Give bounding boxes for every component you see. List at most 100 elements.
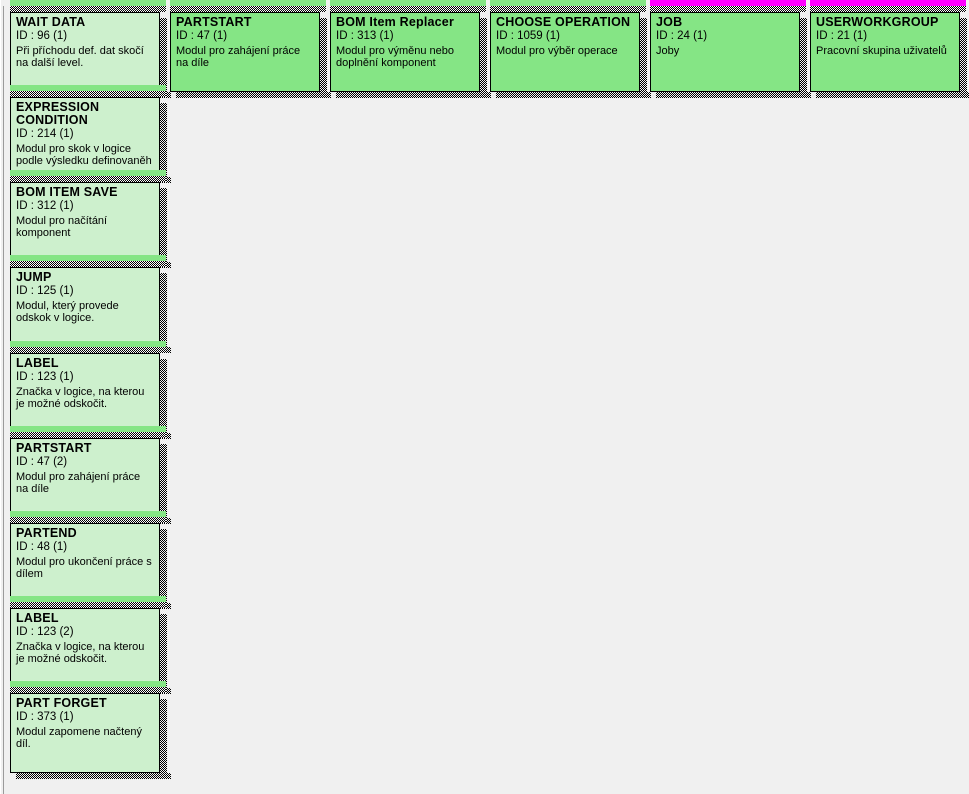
module-card-topbar xyxy=(10,596,166,602)
module-card-shadow-right xyxy=(800,18,807,96)
module-card-top-dither xyxy=(10,261,166,267)
module-card-topbar xyxy=(810,0,966,6)
module-card-description: Značka v logice, na kterou je možné odsk… xyxy=(16,386,145,410)
module-card-id: ID : 1059 (1) xyxy=(496,30,560,42)
module-card-shadow-bottom xyxy=(656,92,811,98)
module-card-id: ID : 373 (1) xyxy=(16,711,74,723)
module-card-top-dither xyxy=(10,347,166,353)
module-card-title: WAIT DATA xyxy=(16,15,86,29)
canvas-left-edge-highlight xyxy=(0,0,1,794)
module-card-top-dither xyxy=(10,517,166,523)
module-card-id: ID : 47 (2) xyxy=(16,456,68,468)
module-card-shadow-right xyxy=(160,699,167,777)
module-card-title: PART FORGET xyxy=(16,696,107,710)
module-card-topbar xyxy=(10,170,166,176)
module-card-title: PARTEND xyxy=(16,526,77,540)
module-card-title: BOM Item Replacer xyxy=(336,15,455,29)
module-card-shadow-right xyxy=(480,18,487,96)
module-card-shadow-right xyxy=(160,614,167,692)
module-card-title: PARTSTART xyxy=(16,441,92,455)
module-card-description: Modul pro zahájení práce na díle xyxy=(16,471,141,495)
module-card-description: Modul pro skok v logice podle výsledku d… xyxy=(16,143,152,167)
module-card-top-dither xyxy=(330,6,486,12)
module-card-topbar xyxy=(10,0,166,6)
module-card-shadow-right xyxy=(160,18,167,96)
module-card-shadow-right xyxy=(160,188,167,266)
module-card-shadow-right xyxy=(160,529,167,607)
module-card-shadow-right xyxy=(160,444,167,522)
module-card-id: ID : 123 (1) xyxy=(16,371,74,383)
module-card-title: LABEL xyxy=(16,356,59,370)
module-card-description: Modul zapomene načtený díl. xyxy=(16,726,142,750)
module-card-description: Modul pro výměnu nebo doplnění komponent xyxy=(336,45,455,69)
module-card-topbar xyxy=(10,681,166,687)
module-card-topbar xyxy=(330,0,486,6)
module-card-id: ID : 214 (1) xyxy=(16,128,74,140)
module-card-id: ID : 313 (1) xyxy=(336,30,394,42)
module-card-topbar xyxy=(10,511,166,517)
module-card-shadow-right xyxy=(160,273,167,351)
module-card-description: Pracovní skupina uživatelů xyxy=(816,45,947,57)
module-card-id: ID : 21 (1) xyxy=(816,30,868,42)
module-card-shadow-bottom xyxy=(496,92,651,98)
module-card-topbar xyxy=(490,0,646,6)
module-card-id: ID : 123 (2) xyxy=(16,626,74,638)
module-card-top-dither xyxy=(10,602,166,608)
module-card-description: Modul pro ukončení práce s dílem xyxy=(16,556,152,580)
module-card-shadow-right xyxy=(160,359,167,437)
module-card-topbar xyxy=(10,341,166,347)
module-card-id: ID : 47 (1) xyxy=(176,30,228,42)
module-card-shadow-bottom xyxy=(336,92,491,98)
module-card-shadow-bottom xyxy=(176,92,331,98)
module-card-description: Modul pro načítání komponent xyxy=(16,215,108,239)
canvas-left-rule xyxy=(3,6,4,794)
module-card-title: PARTSTART xyxy=(176,15,252,29)
module-card-title: JOB xyxy=(656,15,683,29)
module-card-description: Značka v logice, na kterou je možné odsk… xyxy=(16,641,145,665)
module-card-top-dither xyxy=(10,91,166,97)
module-card-topbar xyxy=(10,426,166,432)
module-card-shadow-bottom xyxy=(816,92,969,98)
module-card-topbar xyxy=(10,255,166,261)
module-card-id: ID : 125 (1) xyxy=(16,285,74,297)
module-card-top-dither xyxy=(490,6,646,12)
module-card-top-dither xyxy=(10,6,166,12)
module-card-id: ID : 24 (1) xyxy=(656,30,708,42)
module-card-title: EXPRESSION CONDITION xyxy=(16,100,100,127)
module-card-shadow-right xyxy=(320,18,327,96)
module-card-shadow-right xyxy=(160,103,167,181)
module-card-description: Joby xyxy=(656,45,680,57)
module-card-title: BOM ITEM SAVE xyxy=(16,185,118,199)
module-card-description: Modul pro zahájení práce na díle xyxy=(176,45,301,69)
module-card-topbar xyxy=(650,0,806,6)
module-card-topbar xyxy=(170,0,326,6)
module-card-id: ID : 48 (1) xyxy=(16,541,68,553)
module-card-shadow-bottom xyxy=(16,773,171,779)
module-card-top-dither xyxy=(170,6,326,12)
